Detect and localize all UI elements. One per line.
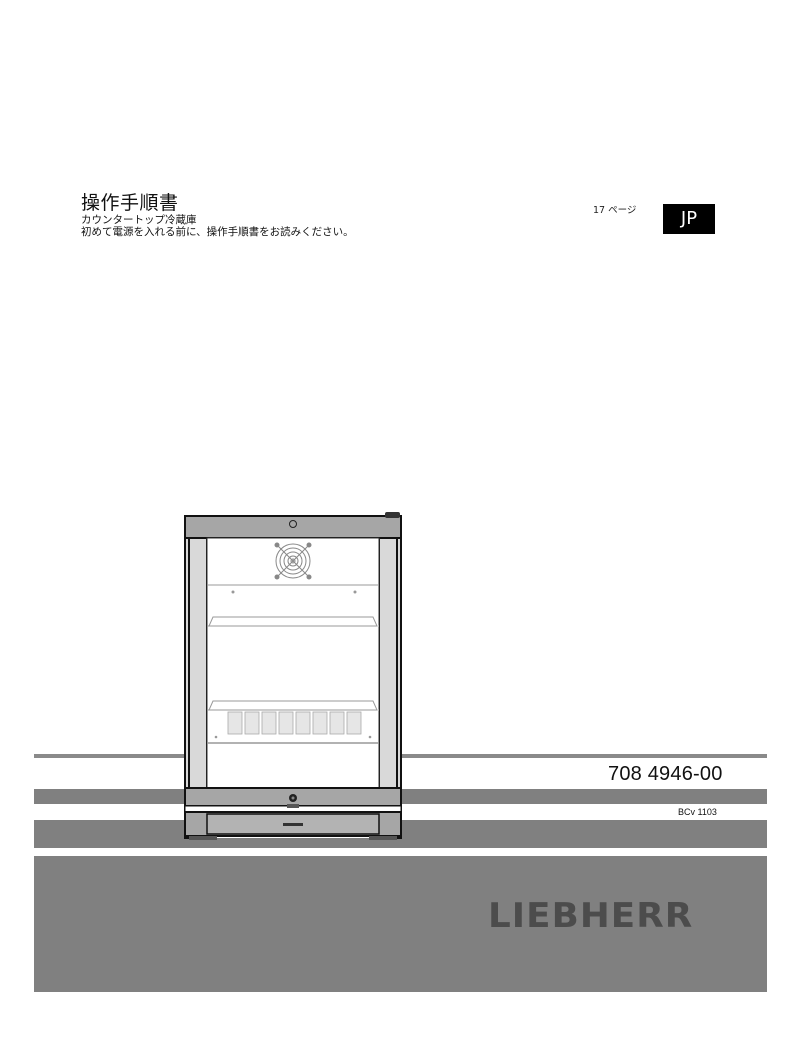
document-number: 708 4946-00 bbox=[608, 763, 723, 785]
footer-block bbox=[34, 856, 767, 992]
fan-icon bbox=[274, 542, 312, 580]
language-badge: JP bbox=[663, 204, 715, 234]
product-type: カウンタートップ冷蔵庫 bbox=[81, 214, 197, 226]
refrigerator-illustration bbox=[184, 512, 402, 840]
brand-logo: LIEBHERR bbox=[488, 896, 694, 936]
vent-grille bbox=[227, 711, 362, 735]
page-reference: 17 ページ bbox=[593, 205, 637, 216]
model-number: BCv 1103 bbox=[678, 807, 717, 817]
manual-title: 操作手順書 bbox=[81, 192, 179, 214]
read-before-use-notice: 初めて電源を入れる前に、操作手順書をお読みください。 bbox=[81, 226, 354, 238]
